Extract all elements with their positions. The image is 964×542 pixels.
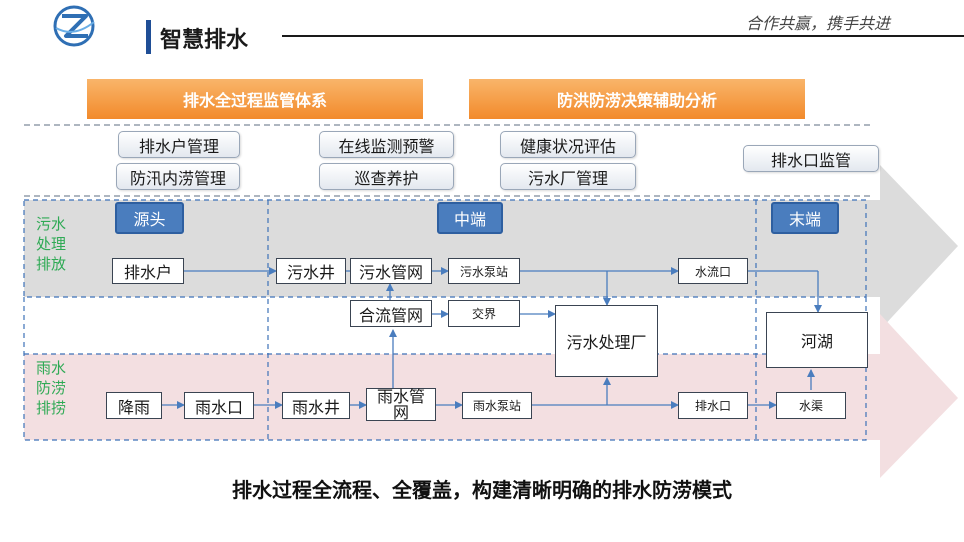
banner-flood-decision: 防洪防涝决策辅助分析 [469,79,805,119]
footer-caption: 排水过程全流程、全覆盖，构建清晰明确的排水防涝模式 [232,478,732,502]
lane-label-rain: 雨水 防涝 排捞 [36,359,67,417]
node-channel[interactable]: 水渠 [776,392,846,419]
module-health-assessment[interactable]: 健康状况评估 [500,131,636,158]
node-rain-pump[interactable]: 雨水泵站 [462,392,532,419]
module-flood-management[interactable]: 防汛内涝管理 [116,163,240,190]
node-rain-inlet[interactable]: 雨水口 [184,392,254,419]
sewage-band-outline [23,199,867,298]
node-sewage-household[interactable]: 排水户 [112,258,184,284]
node-drain-outlet[interactable]: 排水口 [678,392,748,419]
node-sewage-pump[interactable]: 污水泵站 [448,258,520,284]
lane-label-sewage: 污水 处理 排放 [36,215,67,273]
module-outlet-supervision[interactable]: 排水口监管 [743,145,879,172]
node-rain-well[interactable]: 雨水井 [282,392,350,419]
node-sewage-well[interactable]: 污水井 [276,258,346,284]
stage-end: 末端 [771,202,839,234]
module-patrol-maintenance[interactable]: 巡查养护 [319,163,454,190]
module-plant-management[interactable]: 污水厂管理 [500,163,636,190]
slogan: 合作共赢，携手共进 [745,14,890,33]
rain-band-outline [23,353,867,441]
stage-middle: 中端 [437,202,503,234]
company-logo-icon [53,5,95,47]
node-rain-network[interactable]: 雨水管网 [366,388,436,421]
sewage-band-arrow [24,165,958,330]
title-accent-bar [146,20,151,54]
node-river-lake[interactable]: 河湖 [766,312,868,368]
node-combined-network[interactable]: 合流管网 [350,300,432,327]
stage-source: 源头 [115,202,184,234]
title-rule [282,35,964,37]
node-junction[interactable]: 交界 [448,300,520,327]
node-rainfall[interactable]: 降雨 [106,392,162,419]
module-online-monitoring[interactable]: 在线监测预警 [319,131,454,158]
node-water-outlet[interactable]: 水流口 [678,258,748,284]
node-sewage-network[interactable]: 污水管网 [350,258,432,284]
module-household-management[interactable]: 排水户管理 [118,131,240,158]
page-title: 智慧排水 [160,28,249,53]
banner-supervision-system: 排水全过程监管体系 [87,79,423,119]
node-treatment-plant[interactable]: 污水处理厂 [555,305,658,377]
